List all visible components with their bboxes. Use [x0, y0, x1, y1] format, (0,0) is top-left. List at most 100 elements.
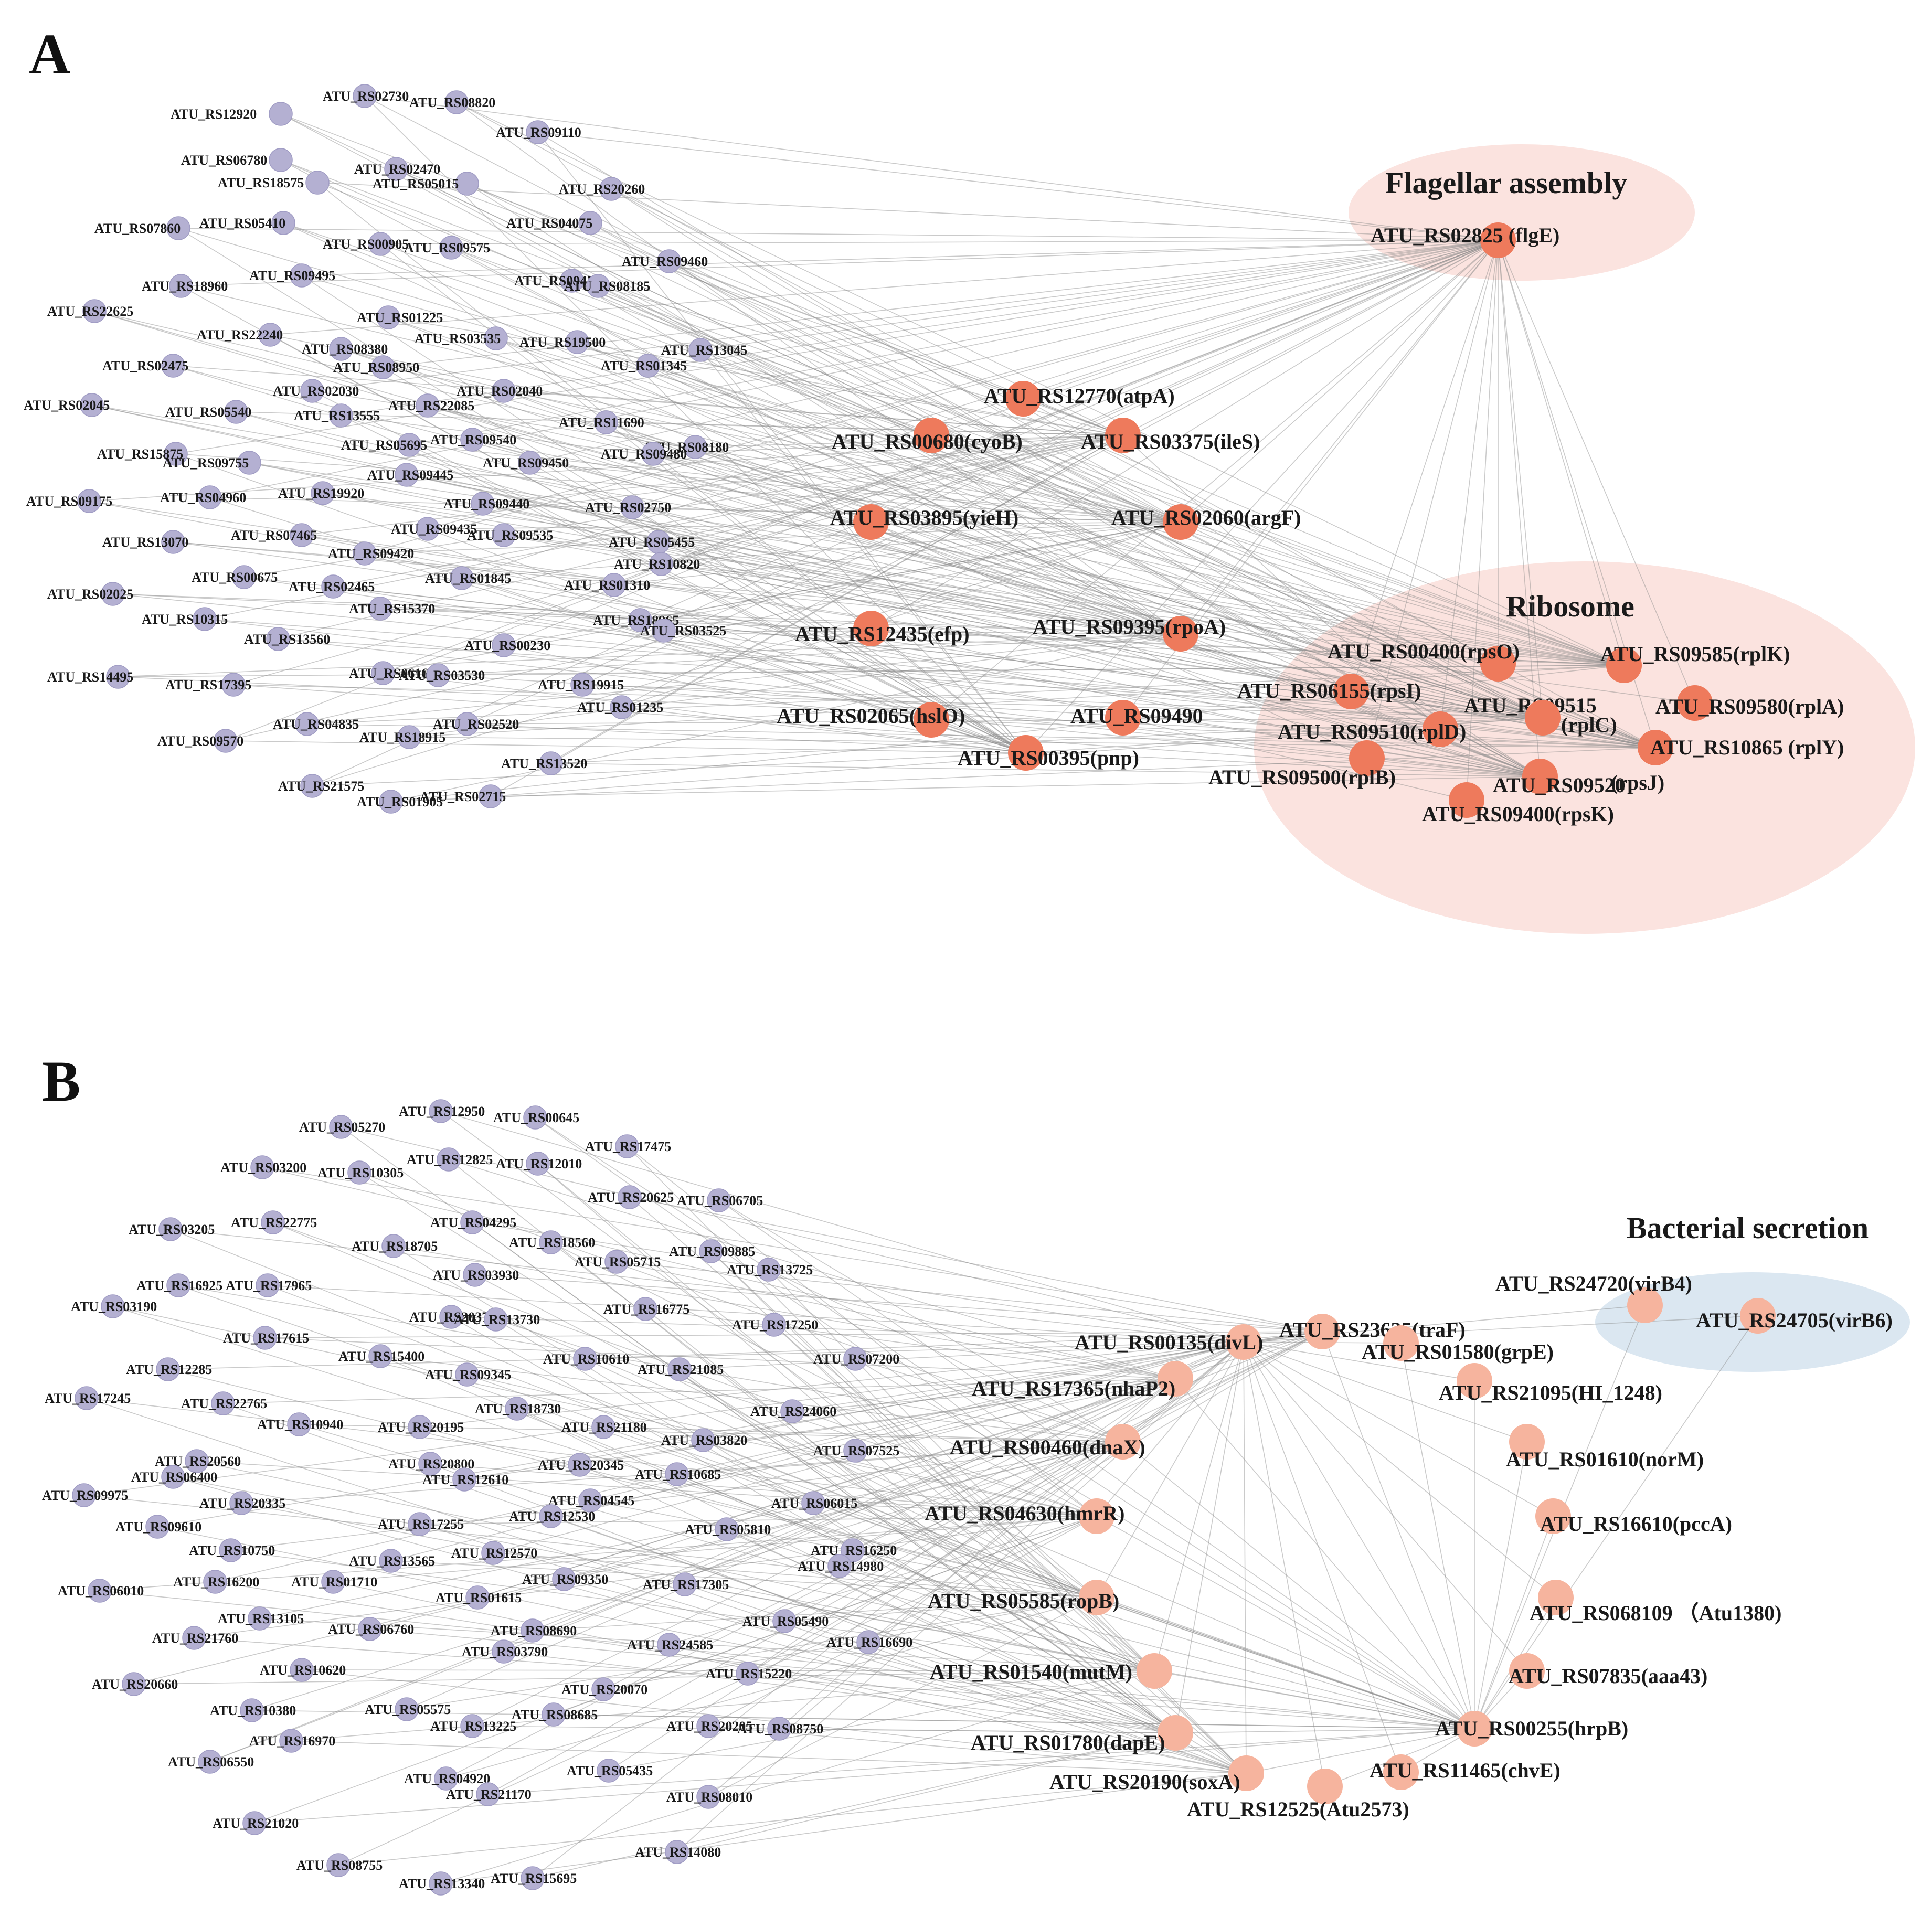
small-node-a[interactable]: ATU_RS14495: [47, 665, 133, 689]
small-node-b[interactable]: ATU_RS12825: [407, 1147, 493, 1172]
small-node-a[interactable]: ATU_RS04075: [506, 211, 602, 235]
hub-node-a[interactable]: ATU_RS09500(rplB): [1208, 740, 1396, 789]
small-node-a[interactable]: ATU_RS01905: [357, 790, 443, 814]
small-node-a[interactable]: ATU_RS05540: [165, 400, 251, 424]
small-node-b[interactable]: ATU_RS12570: [451, 1541, 537, 1565]
small-node-a[interactable]: ATU_RS13520: [501, 751, 587, 775]
small-node-a[interactable]: ATU_RS09575: [404, 236, 490, 260]
small-node-b[interactable]: ATU_RS09610: [115, 1515, 201, 1539]
small-node-b[interactable]: ATU_RS04545: [548, 1488, 634, 1513]
hub-node-a[interactable]: ATU_RS00680(cyoB): [832, 418, 1023, 453]
small-node-b[interactable]: ATU_RS20335: [199, 1491, 285, 1515]
small-node-b[interactable]: ATU_RS13565: [349, 1549, 435, 1573]
small-node-b[interactable]: ATU_RS21020: [213, 1811, 299, 1835]
small-node-a[interactable]: ATU_RS01345: [601, 354, 687, 378]
small-node-b[interactable]: ATU_RS06705: [677, 1188, 763, 1212]
small-node-a[interactable]: ATU_RS17395: [165, 673, 251, 697]
small-node-a[interactable]: ATU_RS09540: [430, 428, 516, 452]
small-node-b[interactable]: ATU_RS05490: [742, 1609, 829, 1633]
small-node-b[interactable]: ATU_RS20375: [409, 1305, 495, 1329]
small-node-b[interactable]: ATU_RS18730: [475, 1397, 561, 1421]
hub-node-a[interactable]: ATU_RS00400(rpsO): [1328, 640, 1520, 682]
hub-node-b[interactable]: ATU_RS068109 （Atu1380): [1530, 1580, 1781, 1625]
small-node-b[interactable]: ATU_RS18705: [352, 1234, 438, 1258]
small-node-a[interactable]: ATU_RS00230: [464, 633, 550, 657]
small-node-a[interactable]: ATU_RS02045: [24, 393, 110, 417]
small-node-a[interactable]: ATU_RS22625: [47, 299, 133, 323]
small-node-b[interactable]: ATU_RS21760: [152, 1626, 238, 1650]
hub-node-a[interactable]: ATU_RS12770(atpA): [984, 381, 1175, 417]
hub-node-b[interactable]: ATU_RS11465(chvE): [1370, 1754, 1561, 1790]
small-node-b[interactable]: ATU_RS08755: [296, 1853, 383, 1877]
small-node-b[interactable]: ATU_RS15695: [491, 1866, 577, 1890]
hub-node-a[interactable]: ATU_RS02825 (flgE): [1371, 222, 1559, 258]
small-node-a[interactable]: ATU_RS09455: [514, 269, 600, 293]
small-node-b[interactable]: ATU_RS03190: [71, 1294, 157, 1318]
small-node-b[interactable]: ATU_RS16250: [811, 1538, 897, 1562]
small-node-a[interactable]: ATU_RS18915: [359, 725, 445, 749]
small-node-a[interactable]: ATU_RS02040: [457, 379, 543, 403]
hub-node-a[interactable]: ATU_RS03375(ileS): [1081, 418, 1260, 453]
hub-node-b[interactable]: ATU_RS04630(hmrR): [925, 1498, 1124, 1534]
small-node-b[interactable]: ATU_RS17245: [45, 1386, 131, 1410]
small-node-b[interactable]: ATU_RS10940: [257, 1412, 343, 1436]
small-node-b[interactable]: ATU_RS04295: [430, 1210, 516, 1234]
small-node-a[interactable]: ATU_RS13045: [661, 338, 747, 362]
small-node-a[interactable]: ATU_RS22240: [197, 323, 283, 347]
small-node-a[interactable]: ATU_RS09460: [622, 249, 708, 273]
hub-node-b[interactable]: ATU_RS00255(hrpB): [1435, 1711, 1628, 1747]
hub-node-b[interactable]: ATU_RS24705(virB6): [1696, 1298, 1893, 1334]
small-node-b[interactable]: ATU_RS21170: [446, 1782, 532, 1806]
small-node-b[interactable]: ATU_RS03820: [661, 1428, 747, 1452]
small-node-b[interactable]: ATU_RS05715: [575, 1250, 661, 1274]
small-node-a[interactable]: ATU_RS02520: [433, 712, 519, 736]
hub-node-b[interactable]: ATU_RS01540(mutM): [930, 1653, 1172, 1689]
small-node-b[interactable]: ATU_RS20070: [561, 1677, 647, 1701]
small-node-b[interactable]: ATU_RS17615: [223, 1326, 309, 1350]
small-node-b[interactable]: ATU_RS08690: [491, 1618, 577, 1643]
small-node-a[interactable]: ATU_RS13560: [244, 627, 330, 651]
small-node-b[interactable]: ATU_RS20660: [92, 1672, 178, 1696]
small-node-b[interactable]: ATU_RS05270: [299, 1115, 385, 1139]
small-node-a[interactable]: ATU_RS09175: [26, 489, 112, 513]
small-node-b[interactable]: ATU_RS21085: [638, 1357, 724, 1381]
small-node-a[interactable]: ATU_RS09445: [367, 463, 453, 487]
small-node-b[interactable]: ATU_RS06015: [771, 1491, 857, 1515]
small-node-a[interactable]: ATU_RS21575: [278, 774, 364, 798]
hub-node-b[interactable]: ATU_RS07835(aaa43): [1509, 1653, 1707, 1689]
hub-node-b[interactable]: ATU_RS12525(Atu2573): [1187, 1769, 1409, 1821]
small-node-a[interactable]: ATU_RS03525: [640, 619, 726, 643]
small-node-b[interactable]: ATU_RS03930: [433, 1263, 519, 1287]
small-node-a[interactable]: ATU_RS13070: [102, 530, 188, 554]
hub-node-a[interactable]: ATU_RS02065(hslO): [777, 702, 965, 738]
small-node-b[interactable]: ATU_RS20625: [588, 1185, 674, 1209]
small-node-b[interactable]: ATU_RS12285: [126, 1357, 212, 1381]
small-node-a[interactable]: ATU_RS01845: [425, 566, 511, 590]
small-node-b[interactable]: ATU_RS01710: [291, 1570, 377, 1594]
small-node-b[interactable]: ATU_RS10610: [543, 1347, 629, 1371]
small-node-a[interactable]: ATU_RS06780: [181, 148, 293, 172]
small-node-a[interactable]: ATU_RS01225: [357, 305, 443, 329]
small-node-b[interactable]: ATU_RS13105: [218, 1606, 304, 1631]
small-node-b[interactable]: ATU_RS12530: [509, 1504, 595, 1528]
small-node-a[interactable]: ATU_RS11690: [559, 410, 644, 434]
small-node-b[interactable]: ATU_RS05435: [567, 1759, 653, 1783]
small-node-b[interactable]: ATU_RS09345: [425, 1362, 511, 1387]
small-node-b[interactable]: ATU_RS17305: [643, 1572, 729, 1596]
small-node-b[interactable]: ATU_RS16970: [249, 1729, 335, 1753]
small-node-b[interactable]: ATU_RS13225: [430, 1714, 516, 1738]
small-node-b[interactable]: ATU_RS18560: [509, 1230, 595, 1254]
small-node-a[interactable]: ATU_RS01310: [564, 573, 650, 597]
small-node-b[interactable]: ATU_RS07525: [813, 1439, 899, 1463]
small-node-b[interactable]: ATU_RS20195: [378, 1415, 464, 1439]
small-node-b[interactable]: ATU_RS20560: [155, 1449, 241, 1473]
small-node-b[interactable]: ATU_RS20345: [538, 1453, 624, 1477]
small-node-a[interactable]: ATU_RS08380: [302, 337, 388, 361]
small-node-b[interactable]: ATU_RS03200: [220, 1155, 306, 1179]
hub-node-b[interactable]: ATU_RS20190(soxA): [1049, 1755, 1264, 1794]
hub-node-b[interactable]: ATU_RS01780(dapE): [971, 1715, 1193, 1754]
small-node-b[interactable]: ATU_RS06400: [131, 1465, 217, 1489]
small-node-b[interactable]: ATU_RS05575: [365, 1697, 451, 1721]
small-node-b[interactable]: ATU_RS24585: [627, 1633, 713, 1657]
hub-node-b[interactable]: ATU_RS24720(virB4): [1495, 1272, 1692, 1323]
